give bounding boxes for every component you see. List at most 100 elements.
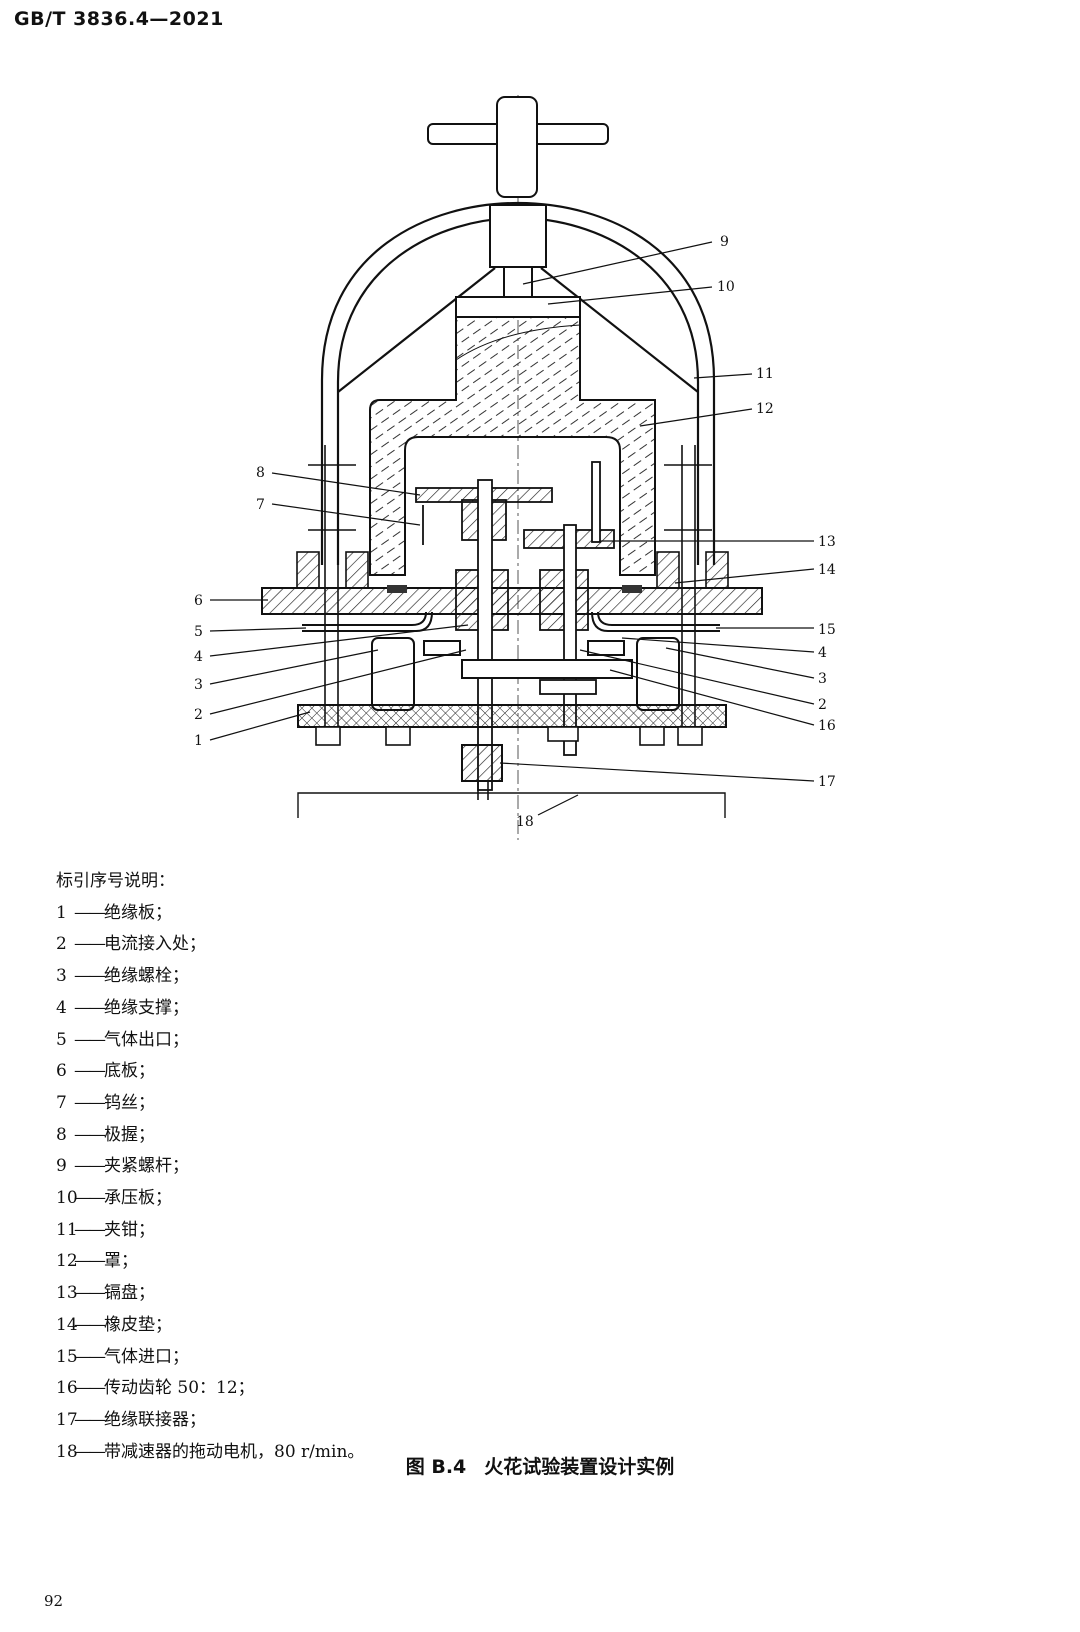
rubber-seal: [387, 585, 407, 593]
nuts-upper: [296, 551, 729, 589]
legend-item-text: 钨丝；: [104, 1092, 155, 1113]
legend-item: 4 ——绝缘支撑；: [56, 993, 364, 1025]
legend-item-dash: ——: [74, 1061, 106, 1082]
legend-item-number: 4: [56, 997, 67, 1018]
legend-item-dash: ——: [74, 934, 106, 955]
legend-item: 14——橡皮垫；: [56, 1310, 364, 1342]
callout-3-left: 3: [194, 677, 203, 693]
legend-item: 6 ——底板；: [56, 1056, 364, 1088]
legend-item: 10——承压板；: [56, 1183, 364, 1215]
callout-4-left: 4: [194, 649, 203, 665]
callout-6: 6: [194, 593, 203, 609]
figure-caption: 图 B.4 火花试验装置设计实例: [0, 1452, 1080, 1479]
electrode-left: [415, 479, 553, 791]
legend-item-text: 电流接入处；: [104, 934, 206, 955]
legend-item-number: 15: [56, 1346, 78, 1367]
legend-item-dash: ——: [74, 1346, 106, 1367]
motor-bracket: [297, 792, 726, 818]
legend-item-text: 承压板；: [104, 1188, 172, 1209]
cover: [369, 296, 656, 576]
legend-item: 15——气体进口；: [56, 1342, 364, 1374]
callout-3-right: 3: [818, 671, 827, 687]
legend-item-text: 夹钳；: [104, 1219, 155, 1240]
legend-item-number: 7: [56, 1092, 67, 1113]
callout-numbers: 9 10 11 12 13 14 15 4 3 2 16 17 18 8 7 6…: [194, 234, 836, 830]
legend-item-text: 镉盘；: [104, 1283, 155, 1304]
gear: [461, 659, 633, 679]
legend-item-dash: ——: [74, 966, 106, 987]
legend-item-number: 9: [56, 1156, 67, 1177]
legend-item-dash: ——: [74, 1124, 106, 1145]
legend-item-dash: ——: [74, 1378, 106, 1399]
callout-2-left: 2: [194, 707, 203, 723]
t-handle: [427, 96, 609, 198]
legend-item-dash: ——: [74, 1251, 106, 1272]
legend-item-text: 气体出口；: [104, 1029, 189, 1050]
callout-4-right: 4: [818, 645, 827, 661]
figure-label: 图 B.4: [405, 1456, 467, 1478]
legend-item: 8——极握；: [56, 1120, 364, 1152]
legend-item-number: 14: [56, 1314, 78, 1335]
callout-7: 7: [256, 497, 265, 513]
base-plate: [261, 587, 763, 615]
legend-item-dash: ——: [74, 1092, 106, 1113]
legend-item: 17——绝缘联接器；: [56, 1405, 364, 1437]
insulating-supports: [371, 637, 680, 711]
legend-item-number: 13: [56, 1283, 78, 1304]
callout-15: 15: [818, 622, 836, 638]
legend-item: 18——带减速器的拖动电机，80 r/min。: [56, 1437, 364, 1469]
callout-1: 1: [194, 733, 203, 749]
legend-item-text: 绝缘联接器；: [104, 1409, 206, 1430]
legend-item-number: 1: [56, 902, 67, 923]
callout-18: 18: [516, 814, 534, 830]
clamping-screw: [489, 204, 547, 298]
callout-9: 9: [720, 234, 729, 250]
legend: 标引序号说明： 1——绝缘板；2——电流接入处；3——绝缘螺栓；4——绝缘支撑；…: [56, 866, 364, 1468]
legend-item-text: 底板；: [104, 1061, 155, 1082]
legend-item: 12——罩；: [56, 1246, 364, 1278]
figure-title: 火花试验装置设计实例: [484, 1456, 675, 1478]
page-number: 92: [44, 1592, 64, 1610]
callout-11: 11: [756, 366, 774, 382]
nuts-lower: [315, 726, 703, 746]
callout-16: 16: [818, 718, 836, 734]
rubber-seal: [622, 585, 642, 593]
legend-item-text: 夹紧螺杆；: [104, 1156, 189, 1177]
legend-item: 3——绝缘螺栓；: [56, 961, 364, 993]
legend-item-text: 绝缘板；: [104, 902, 172, 923]
legend-item-dash: ——: [74, 1283, 106, 1304]
insulating-plate: [297, 704, 727, 728]
legend-item-number: 5: [56, 1029, 67, 1050]
legend-item-text: 带减速器的拖动电机，80 r/min。: [104, 1441, 365, 1462]
legend-item-number: 12: [56, 1251, 78, 1272]
legend-item-dash: ——: [74, 902, 106, 923]
legend-item-number: 6: [56, 1061, 67, 1082]
legend-item-dash: ——: [74, 1441, 106, 1462]
legend-item: 5 ——气体出口；: [56, 1025, 364, 1057]
legend-item: 11——夹钳；: [56, 1215, 364, 1247]
legend-item-number: 18: [56, 1441, 78, 1462]
legend-item-text: 罩；: [104, 1251, 138, 1272]
legend-item: 1 ——绝缘板；: [56, 898, 364, 930]
legend-item-number: 8: [56, 1124, 67, 1145]
legend-item-dash: ——: [74, 1314, 106, 1335]
callout-5: 5: [194, 624, 203, 640]
legend-item-text: 绝缘支撑；: [104, 997, 189, 1018]
legend-title: 标引序号说明：: [56, 871, 175, 891]
legend-item: 2——电流接入处；: [56, 929, 364, 961]
callout-12: 12: [756, 401, 774, 417]
spark-test-apparatus-drawing: 9 10 11 12 13 14 15 4 3 2 16 17 18 8 7 6…: [194, 95, 836, 840]
legend-item-dash: ——: [74, 997, 106, 1018]
standard-code: GB/T 3836.4—2021: [14, 8, 224, 30]
legend-item-number: 11: [56, 1219, 78, 1240]
legend-item-dash: ——: [74, 1219, 106, 1240]
legend-item-number: 17: [56, 1409, 78, 1430]
legend-item-dash: ——: [74, 1029, 106, 1050]
insulating-coupling: [461, 744, 503, 782]
legend-item-text: 气体进口；: [104, 1346, 189, 1367]
callout-17: 17: [818, 774, 836, 790]
legend-item-text: 绝缘螺栓；: [104, 966, 189, 987]
legend-item-number: 16: [56, 1378, 78, 1399]
electrode-right: [523, 461, 615, 756]
gas-tubes: [302, 611, 720, 632]
